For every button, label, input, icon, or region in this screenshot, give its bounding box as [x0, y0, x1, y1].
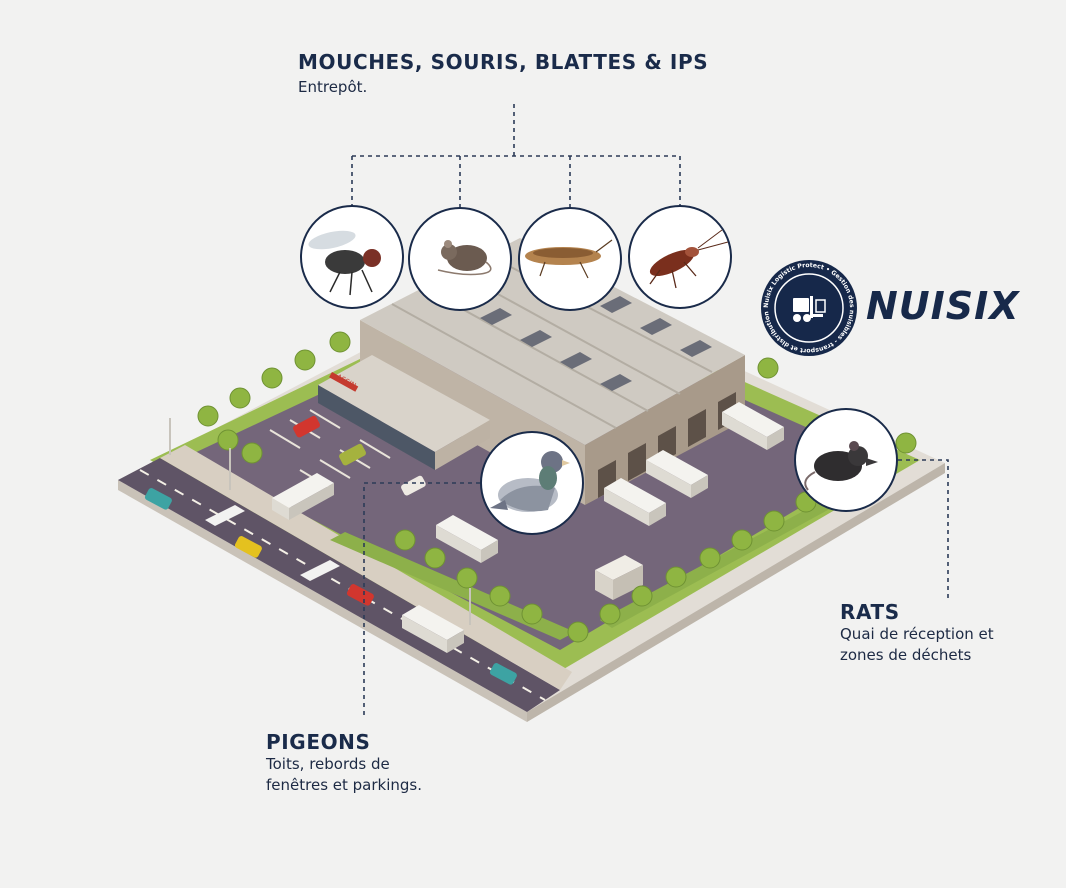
warehouse-dock-wall [585, 355, 745, 505]
rats-label-title: RATS [840, 600, 900, 624]
moth-icon [525, 239, 613, 279]
pigeons-label-line-2: fenêtres et parkings. [266, 776, 422, 794]
forklift-icon [793, 296, 826, 322]
rat-icon [804, 441, 878, 491]
moth-medallion [518, 207, 622, 311]
pigeons-label-line-1: Toits, rebords de [266, 755, 390, 773]
lane-markings [139, 469, 546, 701]
warehouse-label-title: MOUCHES, SOURIS, BLATTES & IPS [298, 50, 709, 74]
brand-badge: Nuisix Logistic Protect • Gestion des nu… [761, 260, 857, 356]
connector-lines [351, 104, 949, 715]
cockroach-icon [649, 229, 729, 289]
sidewalk [160, 445, 572, 690]
warehouse-label-subtitle: Entrepôt. [298, 78, 368, 96]
cockroach-medallion [628, 205, 732, 309]
trucks [272, 402, 784, 653]
rat-medallion [794, 408, 898, 512]
office-roof [318, 355, 490, 452]
brand-name: NUISIX [866, 284, 1020, 328]
ground-base-edge [118, 480, 527, 722]
cars [144, 415, 517, 685]
skylights [480, 274, 712, 391]
street-lamps [169, 418, 471, 625]
mouse-icon [437, 240, 492, 276]
pigeons-label-title: PIGEONS [266, 730, 371, 754]
crosswalk [205, 505, 340, 581]
mouse-medallion [408, 207, 512, 311]
rats-label-line-2: zones de déchets [840, 646, 972, 664]
rats-label-line-1: Quai de réception et [840, 625, 994, 643]
fly-icon [308, 230, 381, 296]
office-glass [318, 385, 435, 470]
pigeon-icon [490, 451, 570, 512]
guard-booth [595, 555, 643, 580]
fly-medallion [300, 205, 404, 309]
trees [197, 331, 917, 643]
pigeon-medallion [480, 431, 584, 535]
